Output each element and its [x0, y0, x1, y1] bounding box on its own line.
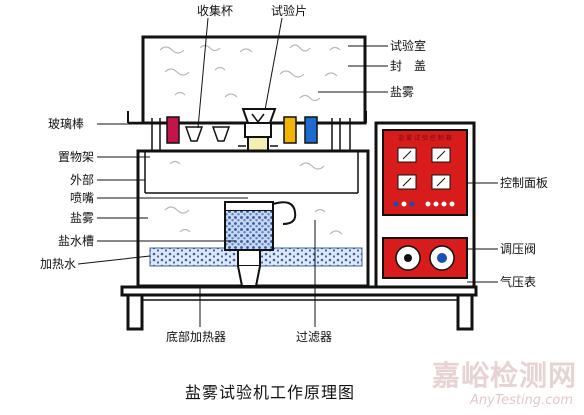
label-heating-water: 加热水: [40, 257, 76, 271]
salt-fog-swirls-bottom: [164, 160, 343, 235]
test-piece-yellow: [283, 116, 297, 144]
control-cabinet: 盐 雾 试 验 控 制 箱: [374, 121, 476, 289]
label-bottom-heater: 底部加热器: [166, 329, 226, 344]
machine-base: [120, 285, 478, 331]
label-test-chamber: 试验室: [390, 38, 426, 53]
test-piece-blue: [304, 116, 318, 144]
collection-cup-icon: [184, 126, 204, 142]
label-control-panel: 控制面板: [500, 176, 548, 190]
watermark-url: AnyTesting.com: [469, 393, 573, 408]
watermark-name: 嘉峪检测网: [432, 359, 577, 392]
collection-cup-2-icon: [211, 126, 231, 142]
label-glass-rod: 玻璃棒: [48, 117, 84, 131]
label-test-piece: 试验片: [271, 3, 307, 18]
label-cover: 封 盖: [390, 59, 426, 73]
panel-buttons: [393, 201, 455, 207]
label-filter: 过滤器: [296, 330, 332, 344]
brine-tank: [224, 201, 297, 287]
diagram-title: 盐雾试验机工作原理图: [185, 383, 355, 402]
label-outer: 外部: [70, 172, 94, 187]
label-rack: 置物架: [58, 150, 94, 164]
label-salt-fog-left: 盐雾: [70, 211, 94, 225]
label-nozzle: 喷嘴: [70, 191, 94, 205]
label-pressure-valve: 调压阀: [500, 242, 536, 256]
test-piece-magenta: [166, 116, 180, 144]
control-panel-header: 盐 雾 试 验 控 制 箱: [398, 134, 451, 142]
label-brine-tank: 盐水槽: [58, 234, 94, 248]
label-collection-cup: 收集杯: [197, 3, 233, 18]
control-panel: [382, 129, 468, 216]
leader-lines: [77, 17, 498, 327]
label-pressure-gauge: 气压表: [500, 274, 536, 289]
label-salt-fog-top: 盐雾: [390, 85, 414, 99]
salt-fog-swirls-top: [159, 44, 341, 102]
